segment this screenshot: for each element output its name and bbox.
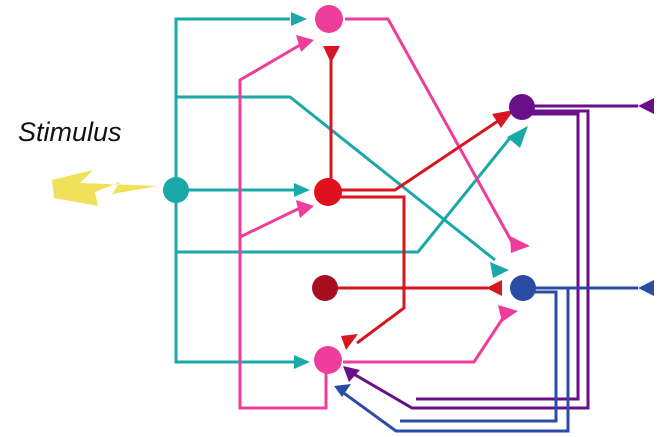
red-synapse-blue: [486, 280, 502, 296]
red-synapses: [323, 46, 514, 350]
pink-synapse-lower-right: [510, 236, 530, 253]
pink-synapses: [296, 35, 530, 322]
blue-wire-loop: [340, 286, 570, 433]
middle-neuron: [314, 178, 342, 206]
bottom-neuron: [314, 346, 342, 374]
teal-wire-to-bottom: [174, 190, 294, 364]
teal-wires: [174, 17, 512, 364]
purple-synapses: [343, 98, 654, 382]
pink-wire-bottom-to-right: [343, 314, 507, 364]
pink-wire-bottom-loop: [238, 43, 328, 410]
teal-synapse-upper-right: [507, 126, 528, 148]
teal-synapses: [291, 12, 528, 369]
purple-synapse-input: [638, 98, 654, 114]
teal-wire-to-upper-right: [176, 137, 512, 254]
pink-synapse-middle: [296, 200, 314, 218]
lightning-bolt-icon: [52, 170, 158, 206]
upper-right-neuron: [509, 94, 535, 120]
teal-wire-to-top: [174, 17, 290, 190]
lower-right-neuron: [510, 275, 536, 301]
purple-wires: [351, 104, 638, 410]
pink-wires: [238, 17, 514, 410]
teal-synapse-bottom: [294, 355, 310, 369]
blue-synapses: [334, 280, 654, 397]
blue-wire-loop-inner: [400, 290, 558, 423]
red-synapse-bottom: [341, 334, 358, 350]
red-wire-middle-to-bottom: [331, 195, 406, 345]
red-synapse-upper-right: [492, 110, 514, 128]
blue-synapse-input: [638, 280, 654, 296]
blue-synapse-bottom: [334, 384, 351, 397]
teal-synapse-lower-right: [490, 262, 509, 278]
teal-wire-diagonal: [176, 95, 496, 262]
red-wires: [328, 46, 499, 345]
purple-wire-loop-inner: [416, 112, 580, 401]
pink-wire-top-to-lower-right: [345, 17, 514, 243]
red-synapse-top: [323, 46, 340, 63]
purple-synapse-bottom: [343, 366, 360, 382]
sensory-neuron: [163, 177, 189, 203]
teal-synapse-top: [291, 12, 307, 26]
stimulus-label: Stimulus: [18, 117, 122, 147]
dark-red-neuron: [312, 275, 338, 301]
top-neuron: [315, 5, 343, 33]
pink-synapse-top: [296, 35, 314, 52]
pink-wire-to-middle: [239, 206, 301, 239]
blue-wires: [340, 286, 638, 433]
purple-wire-loop-outer: [351, 109, 590, 410]
teal-synapse-middle: [294, 183, 310, 197]
red-wire-middle-to-upper-right: [331, 119, 499, 192]
pink-synapse-bottom-right: [498, 305, 518, 322]
